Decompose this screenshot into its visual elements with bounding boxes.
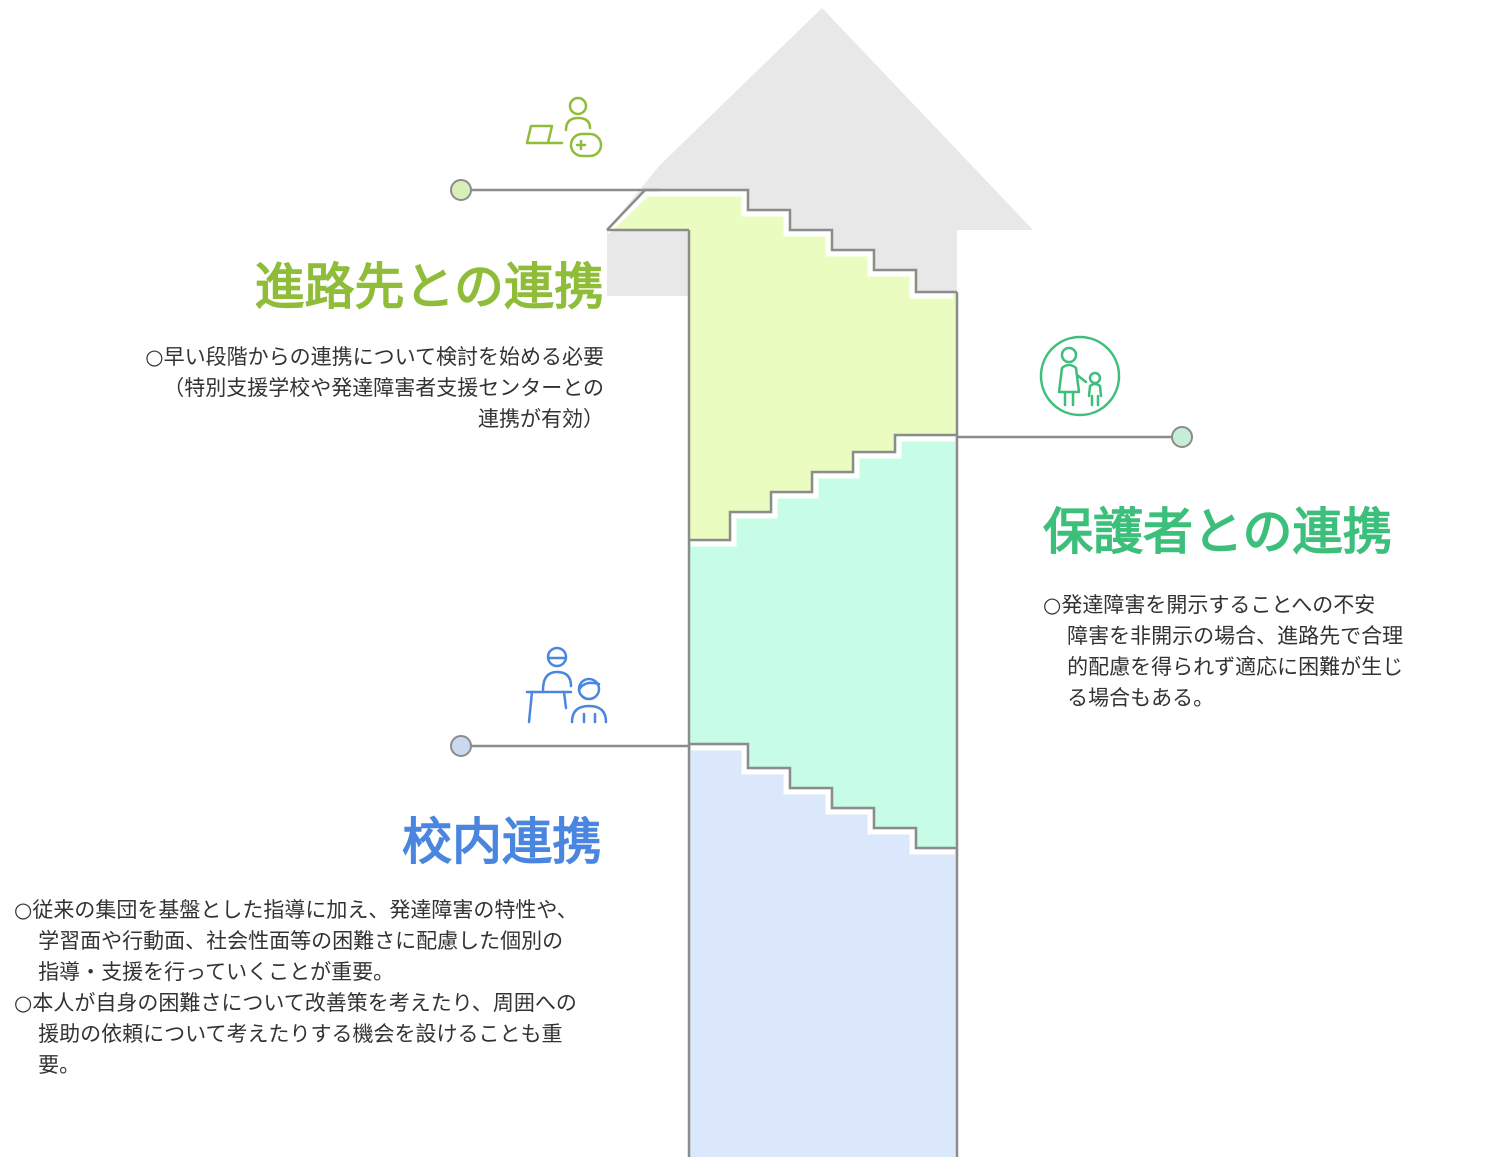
parents-description-line: 障害を非開示の場合、進路先で合理 — [1067, 624, 1404, 648]
parent-child-icon — [1039, 335, 1121, 417]
school-connector-dot — [450, 735, 472, 757]
career-description-line: （特別支援学校や発達障害者支援センターとの — [163, 376, 604, 400]
laptop-person-controller-icon — [525, 96, 603, 158]
career-stair-edge-highlight — [605, 191, 953, 299]
school-title: 校内連携 — [402, 813, 602, 871]
school-step-block — [689, 744, 957, 1157]
career-description: ○早い段階からの連携について検討を始める必要 （特別支援学校や発達障害者支援セン… — [145, 342, 604, 435]
career-description-line: ○早い段階からの連携について検討を始める必要 — [145, 345, 604, 369]
parents-description-line: 的配慮を得られず適応に困難が生じ — [1067, 655, 1404, 679]
teacher-student-icon — [525, 646, 608, 724]
school-stair-edge — [689, 742, 957, 850]
school-stair-edge-highlight — [691, 745, 955, 855]
parents-stair-edge — [689, 433, 957, 542]
school-description-paragraph: ○本人が自身の困難さについて改善策を考えたり、周囲への援助の依頼について考えたり… — [14, 991, 577, 1077]
parents-step-block — [689, 435, 957, 848]
parents-stair-edge-highlight — [691, 436, 955, 547]
parents-description-line: ○発達障害を開示することへの不安 — [1043, 593, 1376, 617]
parents-description: ○発達障害を開示することへの不安 障害を非開示の場合、進路先で合理 的配慮を得ら… — [1043, 590, 1403, 714]
school-description-paragraph: ○従来の集団を基盤とした指導に加え、発達障害の特性や、学習面や行動面、社会性面等… — [14, 898, 578, 984]
school-description: ○従来の集団を基盤とした指導に加え、発達障害の特性や、学習面や行動面、社会性面等… — [14, 895, 579, 1081]
career-title: 進路先との連携 — [254, 258, 605, 316]
career-description-line: 連携が有効） — [478, 407, 604, 431]
career-step-block — [607, 190, 957, 540]
parents-title: 保護者との連携 — [1043, 503, 1393, 561]
career-stair-edge — [606, 188, 957, 294]
career-connector-dot — [450, 179, 472, 201]
parents-connector-dot — [1171, 426, 1193, 448]
parents-description-line: る場合もある。 — [1067, 686, 1215, 710]
